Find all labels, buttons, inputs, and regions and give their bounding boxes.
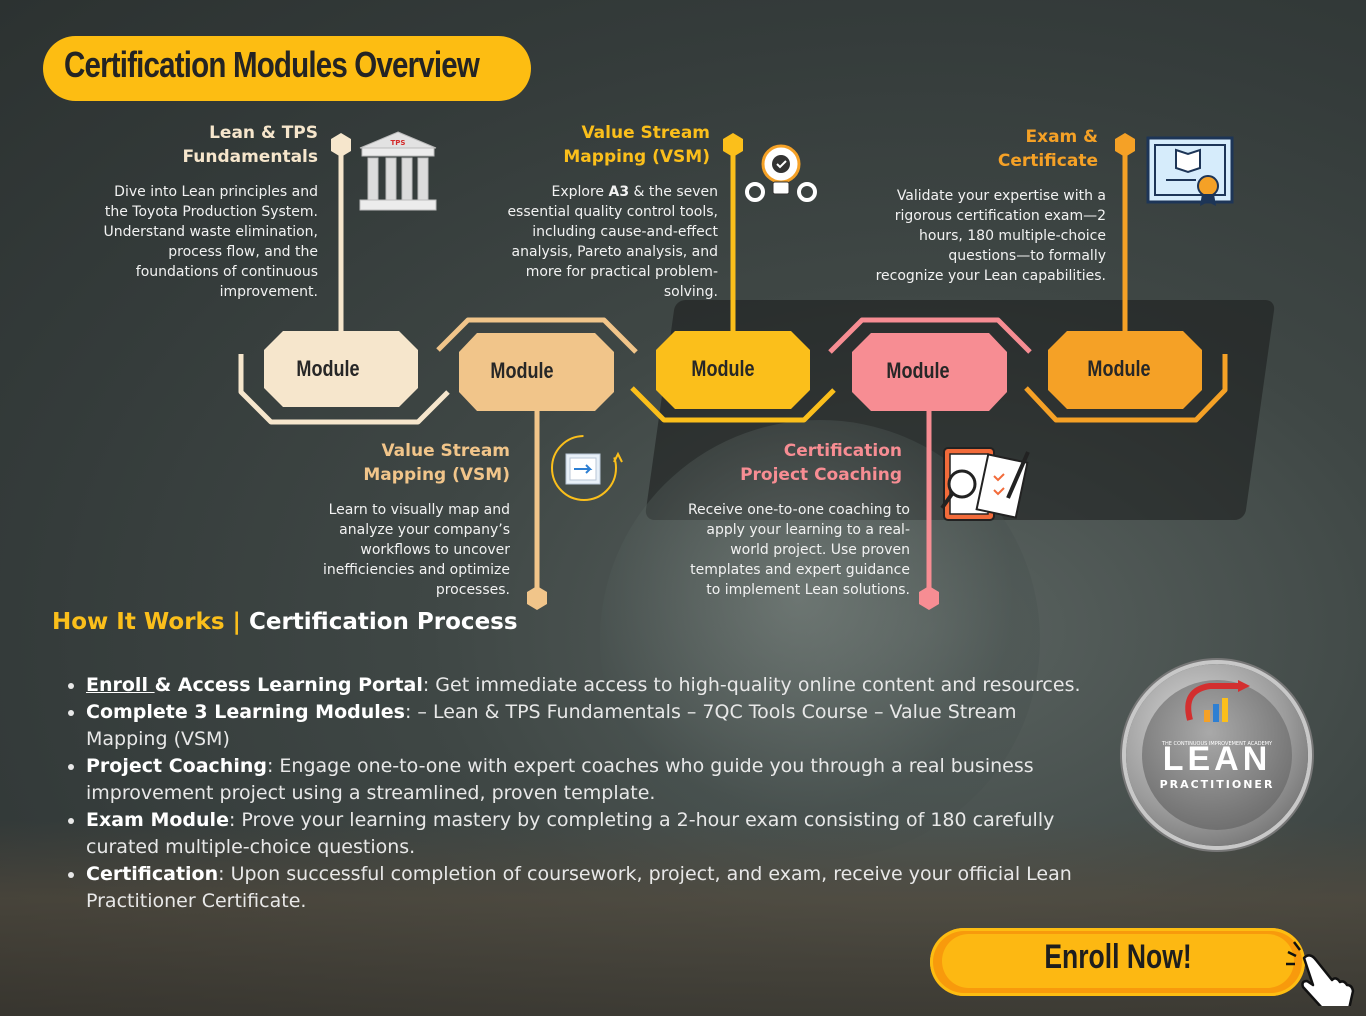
badge-lean-text: LEAN bbox=[1162, 740, 1272, 778]
lightbulb-gears-icon bbox=[745, 144, 817, 202]
a3-bold-text: A3 bbox=[608, 184, 630, 200]
temple-icon: TPS bbox=[359, 131, 437, 211]
list-item: Enroll & Access Learning Portal: Get imm… bbox=[86, 672, 1096, 699]
card-vsm-top-desc: Explore A3 & the seven essential quality… bbox=[507, 184, 718, 300]
enroll-link[interactable]: Enroll bbox=[86, 674, 155, 696]
stem-end-3 bbox=[723, 133, 743, 157]
connector-2 bbox=[436, 317, 638, 354]
module-hex-1 bbox=[264, 331, 418, 407]
clipboard-magnifier-icon bbox=[940, 447, 1030, 521]
card-exam-heading: Exam & Certificate bbox=[997, 127, 1098, 171]
module-hex-4 bbox=[852, 333, 1007, 411]
module-label-5: Module bbox=[1087, 356, 1151, 381]
enroll-now-label[interactable]: Enroll Now! bbox=[1044, 938, 1192, 976]
steps-list: Enroll & Access Learning Portal: Get imm… bbox=[62, 672, 1096, 915]
module-label-2: Module bbox=[490, 358, 554, 383]
stem-end-5 bbox=[1115, 133, 1135, 157]
badge-practitioner-text: PRACTITIONER bbox=[1159, 778, 1275, 791]
list-item: Project Coaching: Engage one-to-one with… bbox=[86, 753, 1096, 807]
card-lean-tps-desc: Dive into Lean principles and the Toyota… bbox=[103, 184, 318, 300]
module-label-1: Module bbox=[296, 356, 360, 381]
growth-chart-icon bbox=[1185, 680, 1250, 722]
connector-4 bbox=[828, 317, 1032, 354]
list-item: Exam Module: Prove your learning mastery… bbox=[86, 807, 1096, 861]
list-item: Certification: Upon successful completio… bbox=[86, 861, 1096, 915]
card-coaching-desc: Receive one-to-one coaching to apply you… bbox=[687, 502, 910, 598]
module-hex-5 bbox=[1048, 331, 1202, 409]
card-vsm-bottom-heading: Value Stream Mapping (VSM) bbox=[363, 441, 510, 485]
connector-3 bbox=[630, 386, 836, 423]
page-title: Certification Modules Overview bbox=[64, 44, 480, 85]
badge-academy-text: THE CONTINUOUS IMPROVEMENT ACADEMY bbox=[1161, 741, 1273, 747]
module-label-4: Module bbox=[886, 358, 950, 383]
certificate-icon bbox=[1146, 136, 1234, 206]
module-label-3: Module bbox=[691, 356, 755, 381]
card-vsm-bottom-desc: Learn to visually map and analyze your c… bbox=[322, 502, 510, 598]
card-exam-desc: Validate your expertise with a rigorous … bbox=[875, 188, 1106, 284]
stem-end-2 bbox=[527, 586, 547, 610]
module-hex-2 bbox=[459, 333, 614, 411]
process-cycle-icon bbox=[551, 435, 623, 501]
stem-end-4 bbox=[919, 586, 939, 610]
pointing-hand-icon bbox=[1286, 941, 1355, 1006]
title-banner bbox=[43, 36, 531, 101]
connector-5 bbox=[1024, 354, 1228, 423]
how-it-works-heading: How It Works | Certification Process bbox=[52, 609, 518, 635]
card-lean-tps-heading: Lean & TPS Fundamentals bbox=[182, 123, 318, 167]
stem-end-1 bbox=[331, 133, 351, 157]
card-vsm-top-heading: Value Stream Mapping (VSM) bbox=[563, 123, 710, 167]
enroll-now-button-inner[interactable] bbox=[942, 934, 1294, 988]
connector-1 bbox=[238, 354, 450, 425]
list-item: Complete 3 Learning Modules: – Lean & TP… bbox=[86, 699, 1096, 753]
card-coaching-heading: Certification Project Coaching bbox=[740, 441, 902, 485]
svg-text:TPS: TPS bbox=[391, 139, 406, 147]
module-hex-3 bbox=[656, 331, 810, 409]
